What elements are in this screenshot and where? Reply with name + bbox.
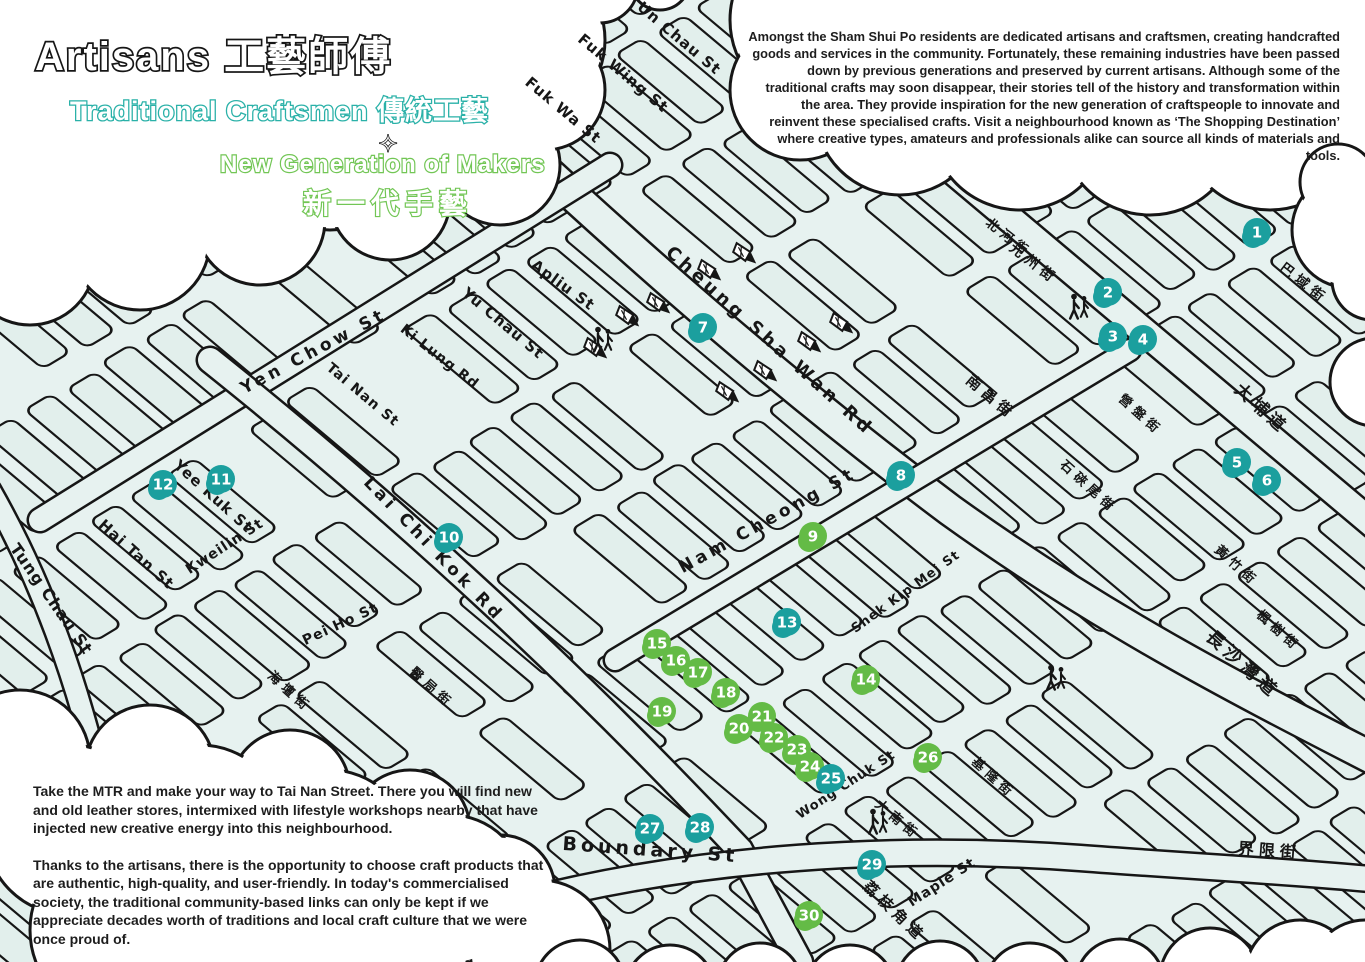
market-stall-icon <box>752 359 778 382</box>
svg-text:20: 20 <box>729 720 750 738</box>
road-cheung-sha-wan-road <box>452 82 1365 774</box>
map-marker-18: 18 <box>711 678 740 708</box>
road-tai-po-road <box>924 144 1365 538</box>
map-marker-21: 21 <box>747 702 776 732</box>
map-marker-14: 14 <box>851 665 880 695</box>
map-marker-25: 25 <box>816 764 845 794</box>
market-stall-icon <box>796 330 822 353</box>
map-marker-19: 19 <box>647 697 676 727</box>
svg-text:29: 29 <box>862 856 883 874</box>
svg-text:15: 15 <box>647 635 668 653</box>
svg-text:14: 14 <box>856 671 877 689</box>
svg-text:12: 12 <box>153 476 174 494</box>
map-marker-9: 9 <box>798 522 827 552</box>
map-marker-5: 5 <box>1222 448 1251 478</box>
map-marker-26: 26 <box>913 743 942 773</box>
map-icons <box>582 241 1090 835</box>
svg-text:4: 4 <box>1138 331 1148 349</box>
map-marker-4: 4 <box>1128 325 1157 355</box>
subtitle-new-generation-zh: 新一代手藝 <box>303 188 473 219</box>
map-marker-22: 22 <box>759 723 788 753</box>
map-marker-10: 10 <box>434 523 463 553</box>
map-marker-6: 6 <box>1252 466 1281 496</box>
intro-cloud <box>728 0 1365 217</box>
svg-text:11: 11 <box>211 471 232 489</box>
pedestrians-icon <box>867 808 889 835</box>
map-marker-28: 28 <box>685 813 714 843</box>
street-label: 界限街 <box>1237 839 1301 862</box>
svg-text:24: 24 <box>800 758 821 776</box>
map-marker-15: 15 <box>642 629 671 659</box>
map-marker-13: 13 <box>772 608 801 638</box>
market-stall-icon <box>645 291 671 314</box>
market-stall-icon <box>828 311 854 334</box>
svg-text:13: 13 <box>777 614 798 632</box>
road-boundary-street <box>495 838 1365 920</box>
map-marker-16: 16 <box>661 646 690 676</box>
main-roads <box>0 82 1365 962</box>
pedestrians-icon <box>592 326 614 353</box>
svg-text:21: 21 <box>752 708 773 726</box>
page-title: Artisans 工藝師傅 <box>35 35 392 79</box>
svg-text:7: 7 <box>698 319 708 337</box>
svg-text:18: 18 <box>716 684 737 702</box>
pedestrians-icon <box>1068 293 1090 320</box>
svg-text:1: 1 <box>1252 224 1262 242</box>
svg-text:10: 10 <box>439 529 460 547</box>
svg-text:5: 5 <box>1232 454 1242 472</box>
map-marker-29: 29 <box>857 850 886 880</box>
map-marker-24: 24 <box>795 752 824 782</box>
map-marker-11: 11 <box>206 465 235 495</box>
map-marker-20: 20 <box>724 714 753 744</box>
edge-cloud <box>1328 337 1365 427</box>
svg-text:8: 8 <box>896 467 906 485</box>
road-nam-cheong-street <box>602 337 1143 673</box>
road-lai-chi-kok-road <box>195 345 815 962</box>
svg-text:25: 25 <box>821 770 842 788</box>
visit-paragraph-1: Take the MTR and make your way to Tai Na… <box>33 783 538 836</box>
svg-text:2: 2 <box>1103 284 1113 302</box>
bottom-band <box>539 918 1365 962</box>
market-stall-icon <box>614 304 640 327</box>
market-stall-icon <box>696 258 722 281</box>
map-marker-27: 27 <box>635 814 664 844</box>
map-marker-12: 12 <box>148 470 177 500</box>
map-marker-7: 7 <box>688 313 717 343</box>
market-stall-icon <box>731 241 757 264</box>
pedestrians-icon <box>1045 664 1067 691</box>
sparkle-icon: ✧ <box>378 131 398 158</box>
svg-text:3: 3 <box>1108 328 1118 346</box>
visit-cloud <box>0 688 612 962</box>
subtitle-traditional-craftsmen: Traditional Craftsmen 傳統工藝 <box>70 95 489 126</box>
subtitle-new-generation: New Generation of Makers <box>220 151 545 178</box>
map-marker-8: 8 <box>886 461 915 491</box>
svg-text:26: 26 <box>918 749 939 767</box>
svg-text:22: 22 <box>764 729 785 747</box>
map-marker-2: 2 <box>1093 278 1122 308</box>
map-marker-30: 30 <box>794 901 823 931</box>
map-marker-3: 3 <box>1098 322 1127 352</box>
svg-text:27: 27 <box>640 820 661 838</box>
svg-text:6: 6 <box>1262 472 1272 490</box>
svg-text:17: 17 <box>688 664 709 682</box>
svg-text:23: 23 <box>787 741 808 759</box>
intro-paragraph: Amongst the Sham Shui Po residents are d… <box>748 29 1340 163</box>
map-marker-17: 17 <box>683 658 712 688</box>
corner-cloud <box>1290 142 1365 321</box>
visit-paragraphs: Take the MTR and make your way to Tai Na… <box>33 782 553 962</box>
svg-text:19: 19 <box>652 703 673 721</box>
visit-paragraph-2: Thanks to the artisans, there is the opp… <box>33 856 544 947</box>
title-cloud <box>0 0 685 327</box>
svg-text:30: 30 <box>799 907 820 925</box>
svg-text:16: 16 <box>666 652 687 670</box>
svg-text:28: 28 <box>690 819 711 837</box>
market-stall-icon <box>714 380 740 403</box>
header: Artisans 工藝師傅 Traditional Craftsmen 傳統工藝… <box>33 33 545 220</box>
map-marker-1: 1 <box>1242 218 1271 248</box>
svg-text:9: 9 <box>808 528 818 546</box>
